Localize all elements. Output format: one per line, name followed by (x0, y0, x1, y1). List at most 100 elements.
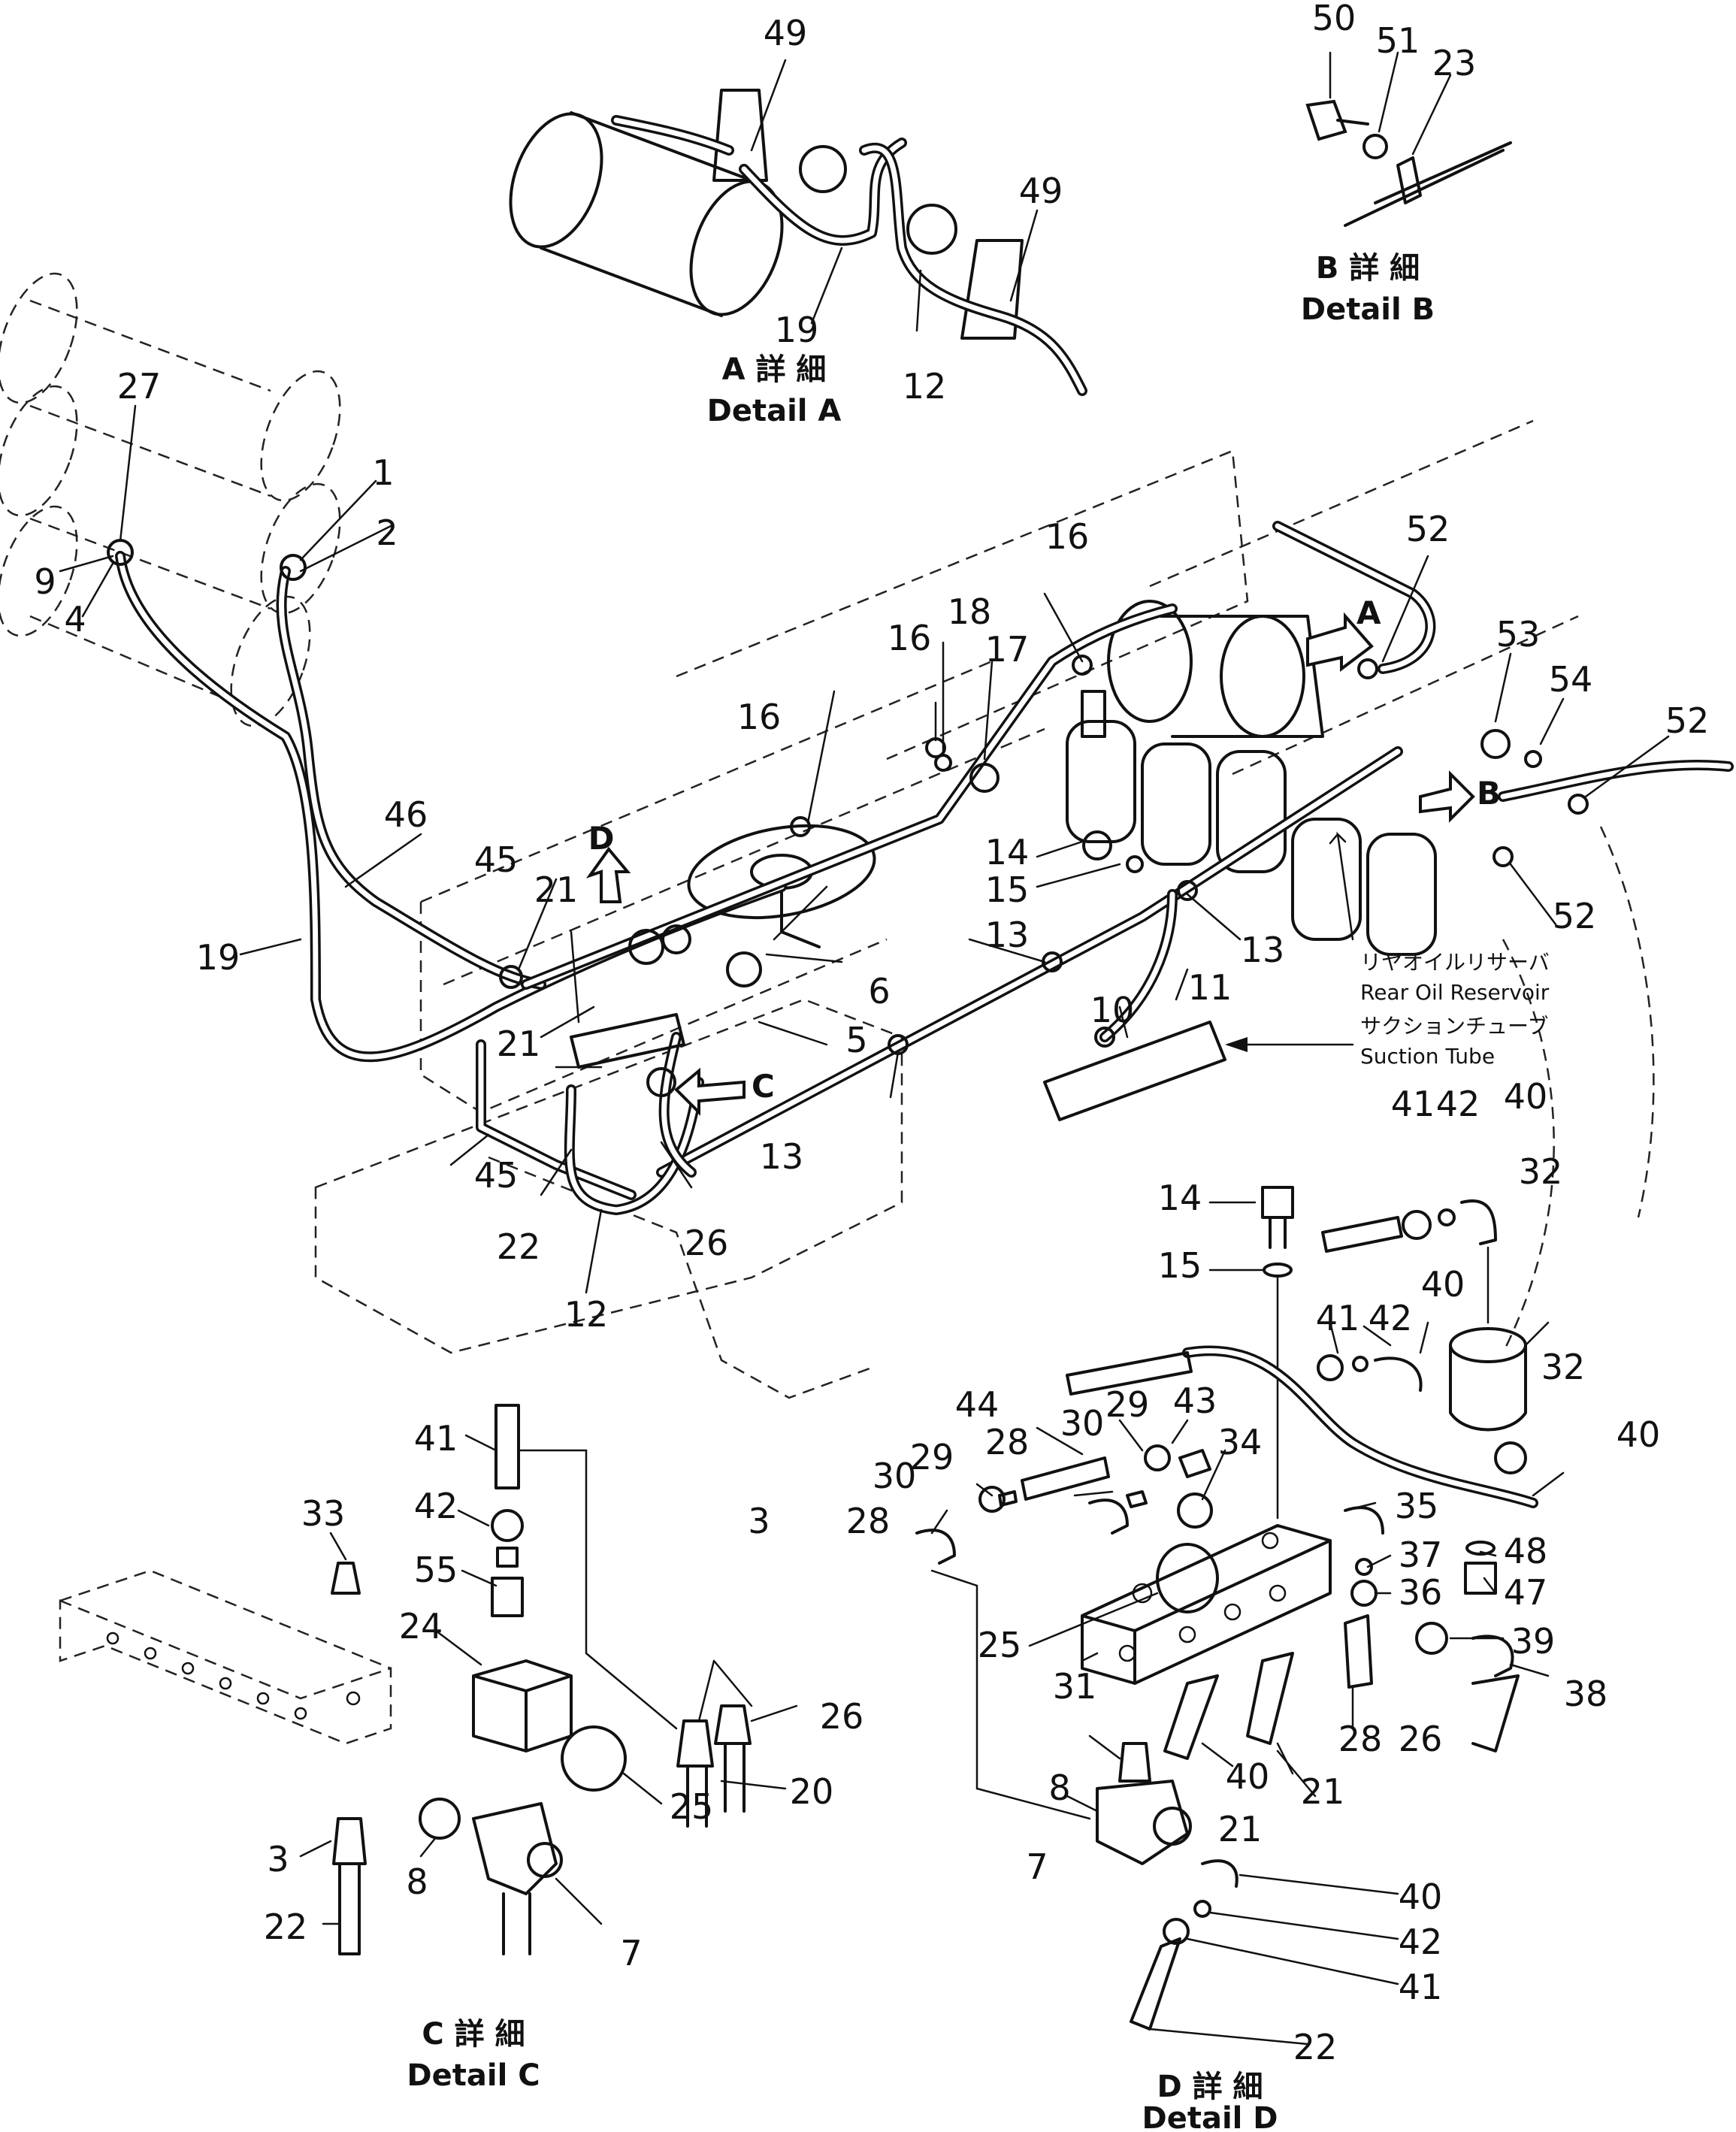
part-label: 39 (1511, 1621, 1556, 1662)
part-label: 42 (1436, 1084, 1480, 1124)
part-label: 54 (1549, 659, 1593, 700)
part-label: 4 (64, 599, 86, 640)
part-label: 14 (985, 832, 1030, 872)
detail-c-en: Detail C (407, 2058, 540, 2093)
detail-a-jp: A 詳 細 (722, 352, 827, 387)
part-label: 2 (376, 513, 398, 553)
detail-a-en: Detail A (707, 394, 842, 428)
detail-c-jp: C 詳 細 (422, 2017, 525, 2052)
part-label: 41 (414, 1418, 458, 1459)
part-label: 11 (1188, 967, 1232, 1008)
part-label: 32 (1519, 1151, 1563, 1192)
part-label: 23 (1432, 43, 1477, 83)
part-label: 8 (1048, 1768, 1070, 1808)
part-label: 28 (846, 1501, 891, 1541)
part-label: 13 (1241, 930, 1285, 970)
part-label: 47 (1504, 1572, 1548, 1613)
part-label: 40 (1399, 1876, 1443, 1917)
part-label: 31 (1053, 1666, 1097, 1707)
part-label: 40 (1504, 1076, 1548, 1117)
part-label: 9 (34, 561, 56, 602)
note-rear-oil-en: Rear Oil Reservoir (1360, 980, 1550, 1005)
detail-b: 50 51 23 B 詳 細 Detail B (1301, 0, 1512, 327)
part-label: 42 (1369, 1298, 1413, 1338)
part-label: 6 (868, 971, 890, 1012)
part-label: 40 (1617, 1414, 1661, 1455)
part-label: 37 (1399, 1535, 1443, 1575)
part-label: 19 (196, 937, 240, 978)
part-label: 36 (1399, 1572, 1443, 1613)
part-label: 22 (1293, 2027, 1338, 2067)
part-label: 52 (1406, 509, 1450, 549)
part-label: 22 (497, 1226, 541, 1267)
part-label: 28 (985, 1422, 1030, 1462)
part-label: 41 (1391, 1084, 1435, 1124)
part-label: 49 (764, 13, 808, 53)
view-arrow-a (1306, 612, 1374, 672)
part-label: 16 (737, 697, 782, 737)
part-label: 20 (790, 1771, 834, 1812)
part-label: 43 (1173, 1381, 1217, 1421)
part-label: 19 (775, 310, 819, 350)
part-label: 12 (564, 1294, 609, 1335)
detail-d: 14 15 41 42 40 41 42 40 32 32 40 43 29 4… (846, 1076, 1661, 2132)
filter-group (1066, 600, 1437, 956)
note-suction-jp: サクションチューブ (1360, 1014, 1548, 1039)
part-label: 32 (1541, 1347, 1586, 1387)
part-label: 29 (910, 1437, 954, 1477)
part-label: 50 (1312, 0, 1356, 38)
part-label: 18 (948, 591, 992, 632)
part-label: 12 (903, 366, 947, 407)
part-label: 3 (267, 1839, 289, 1879)
part-label: 48 (1504, 1531, 1548, 1571)
view-arrow-b-label: B (1477, 775, 1501, 812)
view-arrow-c (674, 1067, 746, 1116)
view-arrow-b (1419, 770, 1475, 823)
part-label: 34 (1218, 1422, 1263, 1462)
part-label: 3 (748, 1501, 770, 1541)
part-label: 22 (264, 1907, 308, 1947)
part-label: 7 (1026, 1846, 1048, 1887)
part-label: 16 (888, 618, 932, 658)
part-label: 29 (1105, 1384, 1150, 1425)
part-label: 27 (117, 366, 162, 407)
detail-b-en: Detail B (1301, 292, 1435, 327)
view-arrow-d-label: D (588, 820, 615, 857)
part-label: 46 (384, 794, 428, 835)
view-arrow-d (585, 846, 631, 903)
part-label: 24 (399, 1606, 443, 1647)
main-assembly: A B C D リヤオイルリサーバ Rear Oil Reservoir サクシ… (0, 272, 1734, 1399)
part-label: 21 (534, 869, 579, 910)
part-label: 5 (845, 1020, 867, 1060)
part-label: 41 (1316, 1298, 1360, 1338)
part-label: 42 (414, 1486, 458, 1526)
part-label: 44 (955, 1384, 1000, 1425)
part-label: 53 (1496, 614, 1541, 655)
part-label: 17 (985, 629, 1030, 670)
part-label: 49 (1019, 171, 1063, 211)
part-label: 35 (1395, 1486, 1439, 1526)
part-label: 41 (1399, 1967, 1443, 2007)
part-label: 10 (1090, 990, 1135, 1030)
part-label: 1 (372, 452, 394, 493)
part-label: 51 (1376, 20, 1420, 61)
note-rear-oil-jp: リヤオイルリサーバ (1360, 950, 1550, 975)
part-label: 45 (474, 1155, 519, 1196)
detail-d-jp: D 詳 細 (1157, 2070, 1263, 2104)
part-label: 25 (670, 1786, 714, 1827)
part-label: 40 (1226, 1756, 1270, 1797)
detail-c: 33 41 42 55 24 25 8 7 3 22 3 26 20 C 詳 細… (59, 1404, 863, 2093)
part-label: 13 (985, 915, 1030, 955)
part-label: 30 (1060, 1403, 1105, 1444)
part-label: 25 (978, 1625, 1022, 1665)
part-label: 16 (1045, 516, 1090, 557)
part-label: 52 (1665, 700, 1710, 741)
part-label: 55 (414, 1550, 458, 1590)
note-suction-en: Suction Tube (1360, 1044, 1495, 1069)
part-label: 38 (1564, 1674, 1608, 1714)
part-label: 42 (1399, 1922, 1443, 1962)
part-label: 8 (406, 1861, 428, 1902)
part-label: 21 (497, 1024, 541, 1064)
